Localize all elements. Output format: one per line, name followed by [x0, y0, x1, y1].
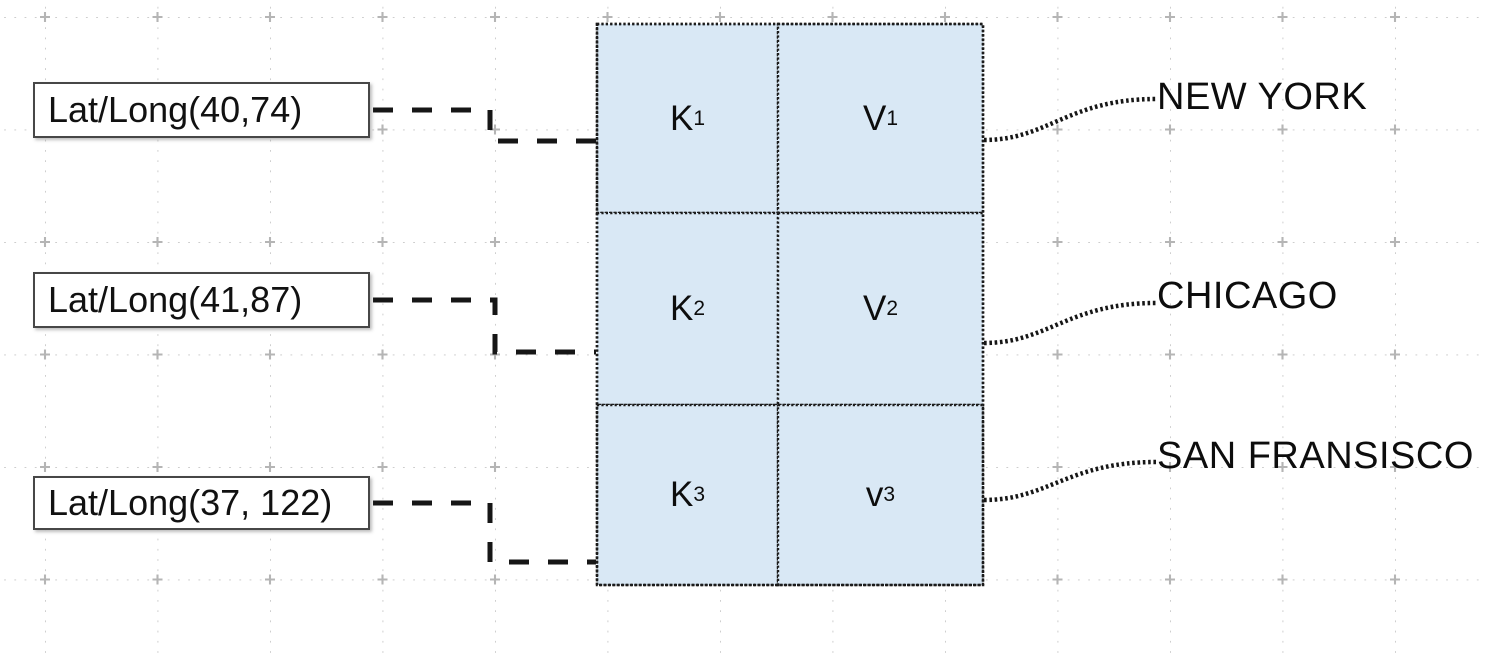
dashed-connector-3 [373, 500, 596, 565]
dotted-connector-chicago [983, 300, 1157, 346]
city-label-san-fransisco: SAN FRANSISCO [1157, 435, 1474, 477]
key-box-label: Lat/Long(41,87) [48, 279, 303, 320]
table-cell-k3 [595, 403, 780, 587]
key-box-lat-long-2: Lat/Long(41,87) [33, 272, 370, 328]
table-cell-k2 [595, 211, 780, 407]
key-box-lat-long-1: Lat/Long(40,74) [33, 82, 370, 138]
table-cell-v2 [776, 211, 985, 407]
table-cell-v3 [776, 403, 985, 587]
key-box-label: Lat/Long(37, 122) [48, 482, 333, 523]
key-box-label: Lat/Long(40,74) [48, 89, 303, 130]
table-cell-k1 [595, 22, 780, 215]
table-outline [595, 22, 985, 587]
city-label-chicago: CHICAGO [1157, 275, 1338, 317]
table-cell-v1 [776, 22, 985, 215]
dotted-connector-new-york [983, 96, 1157, 143]
dashed-connector-1 [373, 107, 596, 144]
dotted-connector-san-fransisco [983, 459, 1157, 503]
city-label-new-york: NEW YORK [1157, 76, 1368, 118]
key-box-lat-long-3: Lat/Long(37, 122) [33, 476, 370, 530]
